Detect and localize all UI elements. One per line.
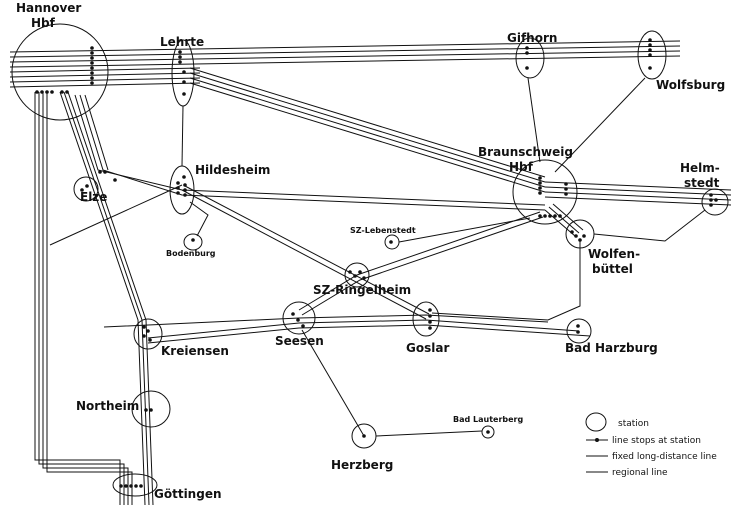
station-elze xyxy=(73,176,99,202)
station-helmstedt xyxy=(701,188,729,216)
label-herzberg: Herzberg xyxy=(331,458,393,472)
label-wolfenbuettel-line2: büttel xyxy=(592,262,633,276)
label-wolfenbuettel-line1: Wolfen- xyxy=(588,247,640,261)
label-helmstedt-line1: Helm- xyxy=(680,161,720,175)
label-helmstedt-line2: stedt xyxy=(684,176,720,190)
label-elze: Elze xyxy=(80,190,107,204)
station-bad-lauterberg xyxy=(481,425,495,439)
ld-line-hannover-kreiensen-goettingen xyxy=(59,91,154,506)
station-northeim xyxy=(131,390,171,428)
ld-line-braunschweig-helmstedt xyxy=(544,181,731,206)
station-braunschweig xyxy=(512,159,578,225)
reg-line-gifhorn-braunschweig xyxy=(527,77,541,163)
reg-line-hildesheim-bodenburg xyxy=(189,201,209,237)
reg-line-herzberg-bad-lauterberg xyxy=(375,430,483,437)
legend-station-symbol xyxy=(585,412,607,432)
legend-stop-label: line stops at station xyxy=(612,436,701,446)
reg-line-sz-lebenstedt-braunschweig xyxy=(398,217,531,243)
reg-line-lehrte-hildesheim xyxy=(181,105,184,167)
ld-line-hildesheim-goslar xyxy=(181,185,430,320)
label-goettingen: Göttingen xyxy=(154,487,222,501)
label-braunschweig-line1: Braunschweig xyxy=(478,145,573,159)
legend-stop-dot xyxy=(595,438,599,442)
ld-line-hannover-wolfsburg xyxy=(9,40,681,88)
stop-dots xyxy=(35,38,718,488)
label-wolfsburg: Wolfsburg xyxy=(656,78,725,92)
reg-line-helmstedt-wolfenbuettel xyxy=(593,209,706,242)
reg-line-seesen-herzberg xyxy=(301,329,365,437)
ld-line-kreiensen-bad-harzburg xyxy=(103,314,591,344)
station-sz-ringelheim xyxy=(344,262,370,288)
label-lehrte: Lehrte xyxy=(160,35,204,49)
label-hildesheim: Hildesheim xyxy=(195,163,270,177)
label-goslar: Goslar xyxy=(406,341,449,355)
ld-line-braunschweig-seesen xyxy=(298,211,544,316)
station-kreiensen xyxy=(133,318,163,350)
legend-fixed-line-label: fixed long-distance line xyxy=(612,452,717,462)
label-bodenburg: Bodenburg xyxy=(166,249,216,258)
label-hannover-line1: Hannover xyxy=(16,1,81,15)
reg-line-elze-hildesheim xyxy=(49,184,183,246)
label-gifhorn: Gifhorn xyxy=(507,31,557,45)
label-seesen: Seesen xyxy=(275,334,324,348)
label-hannover-line2: Hbf xyxy=(31,16,56,30)
station-bad-harzburg xyxy=(566,318,592,344)
label-sz-lebenstedt: SZ-Lebenstedt xyxy=(350,226,416,235)
legend-station-label: station xyxy=(618,419,649,429)
ld-line-lehrte-braunschweig xyxy=(189,67,546,193)
station-wolfsburg xyxy=(637,30,667,80)
label-bad-harzburg: Bad Harzburg xyxy=(565,341,658,355)
station-goettingen xyxy=(112,473,158,497)
label-bad-lauterberg: Bad Lauterberg xyxy=(453,415,523,424)
label-northeim: Northeim xyxy=(76,399,139,413)
label-sz-ringelheim: SZ-Ringelheim xyxy=(313,283,411,297)
station-goslar xyxy=(412,301,440,337)
legend-regional-line-label: regional line xyxy=(612,468,668,478)
label-kreiensen: Kreiensen xyxy=(161,344,229,358)
ld-line-goslar-wolfenbuettel xyxy=(431,240,581,321)
ld-line-hannover-goettingen xyxy=(34,92,133,505)
reg-line-wolfsburg-braunschweig xyxy=(554,77,646,173)
ld-line-hannover-hildesheim-braunschweig xyxy=(74,94,546,211)
legend: station line stops at station fixed long… xyxy=(585,412,717,478)
station-bodenburg xyxy=(183,233,203,251)
label-braunschweig-line2: Hbf xyxy=(509,160,534,174)
